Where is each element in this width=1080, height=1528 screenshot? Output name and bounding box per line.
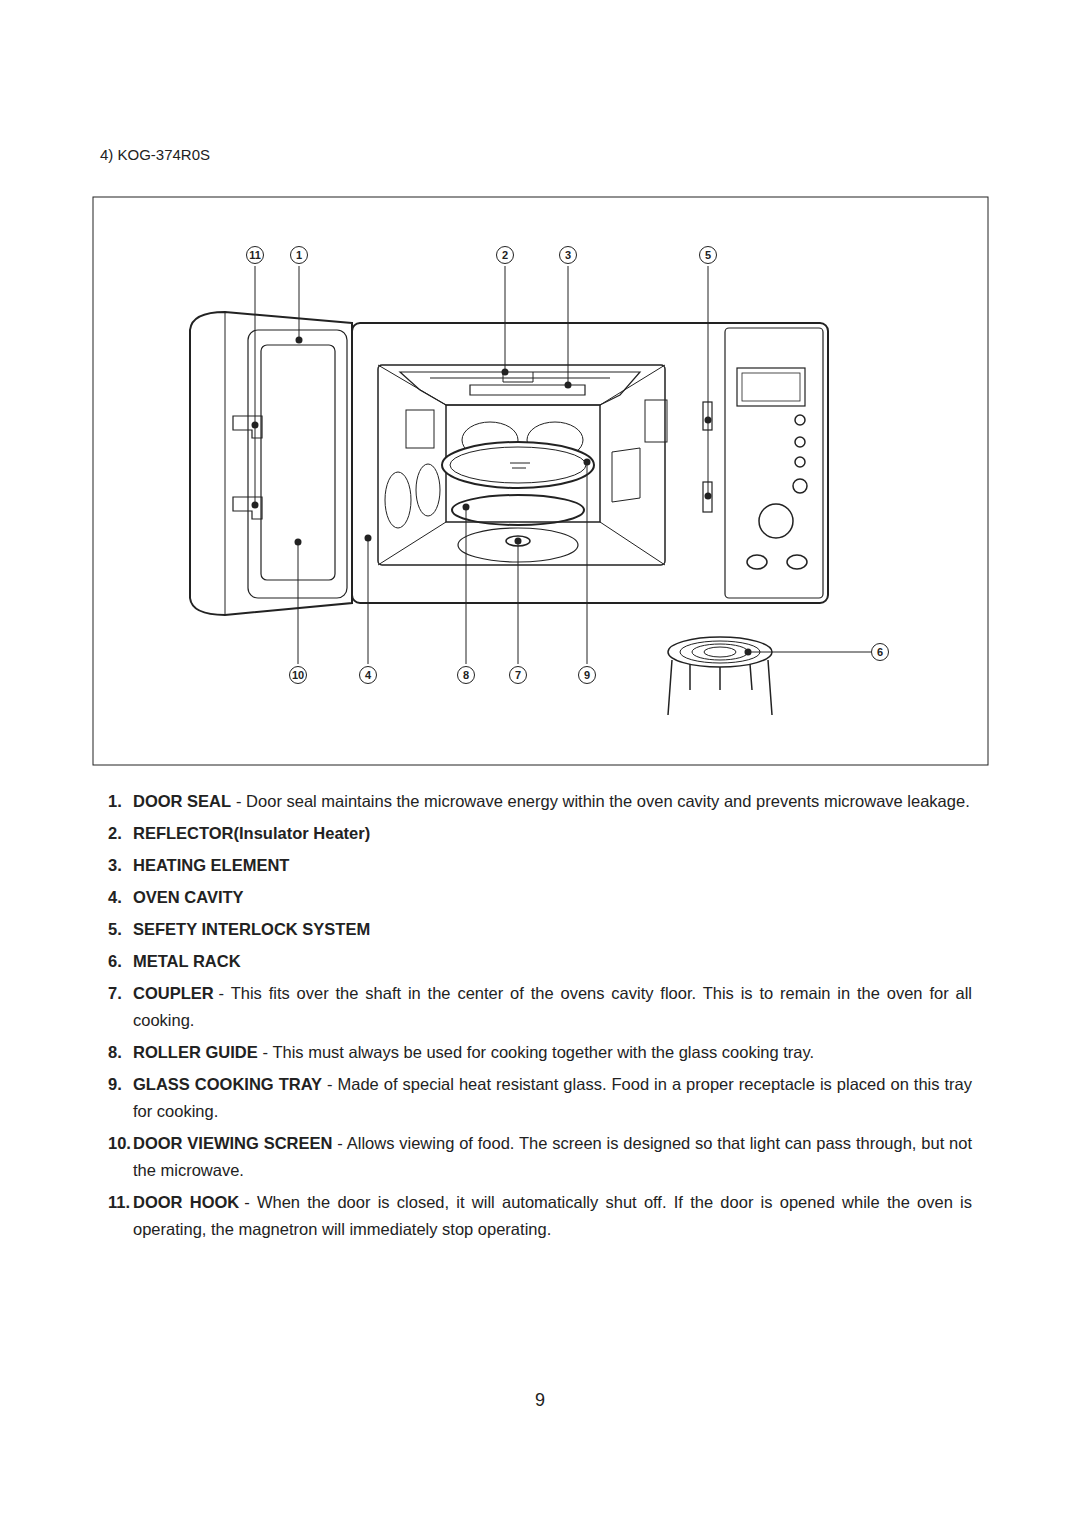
roller-guide bbox=[452, 495, 584, 525]
part-description: - Door seal maintains the microwave ener… bbox=[236, 792, 970, 810]
figure-frame bbox=[93, 197, 988, 765]
button bbox=[795, 437, 805, 447]
callout-number: 6 bbox=[877, 646, 883, 658]
item-number: 4. bbox=[108, 884, 133, 911]
coupler bbox=[506, 536, 530, 546]
part-name: DOOR VIEWING SCREEN bbox=[133, 1134, 332, 1152]
part-name: SEFETY INTERLOCK SYSTEM bbox=[133, 920, 370, 938]
part-description: - This fits over the shaft in the center… bbox=[133, 984, 972, 1029]
callout-circle: 11 bbox=[246, 246, 264, 264]
list-item: 11.DOOR HOOK- When the door is closed, i… bbox=[108, 1189, 972, 1243]
part-name: ROLLER GUIDE bbox=[133, 1043, 258, 1061]
callout-circle: 1 bbox=[290, 246, 308, 264]
part-description: - When the door is closed, it will autom… bbox=[133, 1193, 972, 1238]
leader-lines bbox=[255, 266, 871, 664]
rack-spiral bbox=[680, 641, 760, 663]
parts-list: 1.DOOR SEAL - Door seal maintains the mic… bbox=[108, 788, 972, 1248]
callout-number: 5 bbox=[705, 249, 711, 261]
item-number: 6. bbox=[108, 948, 133, 975]
list-item: 8.ROLLER GUIDE - This must always be used… bbox=[108, 1039, 972, 1066]
list-item: 7.COUPLER- This fits over the shaft in t… bbox=[108, 980, 972, 1034]
list-item: 2.REFLECTOR(Insulator Heater) bbox=[108, 820, 972, 847]
part-name: GLASS COOKING TRAY bbox=[133, 1075, 322, 1093]
cavity-edges bbox=[378, 365, 665, 565]
button bbox=[787, 555, 807, 569]
part-name: REFLECTOR(Insulator Heater) bbox=[133, 824, 370, 842]
display-inner bbox=[742, 373, 800, 401]
cavity-front bbox=[378, 365, 665, 565]
callout-circle: 3 bbox=[559, 246, 577, 264]
cavity-hole bbox=[385, 472, 411, 528]
part-name: COUPLER bbox=[133, 984, 214, 1002]
cavity-panel bbox=[612, 448, 640, 502]
part-description: - This must always be used for cooking t… bbox=[263, 1043, 815, 1061]
part-name: METAL RACK bbox=[133, 952, 241, 970]
callout-number: 11 bbox=[249, 249, 261, 261]
cavity-vent bbox=[406, 410, 434, 448]
item-number: 3. bbox=[108, 852, 133, 879]
list-item: 10.DOOR VIEWING SCREEN- Allows viewing o… bbox=[108, 1130, 972, 1184]
list-item: 1.DOOR SEAL - Door seal maintains the mic… bbox=[108, 788, 972, 815]
part-name: HEATING ELEMENT bbox=[133, 856, 289, 874]
item-number: 8. bbox=[108, 1039, 133, 1066]
list-item: 9.GLASS COOKING TRAY- Made of special he… bbox=[108, 1071, 972, 1125]
door-screen bbox=[261, 345, 335, 580]
item-number: 2. bbox=[108, 820, 133, 847]
callout-number: 1 bbox=[296, 249, 302, 261]
model-heading: 4) KOG-374R0S bbox=[100, 146, 210, 163]
oven-body bbox=[352, 323, 828, 603]
control-panel bbox=[725, 328, 823, 598]
door bbox=[190, 312, 352, 615]
callout-circle: 2 bbox=[496, 246, 514, 264]
callout-number: 10 bbox=[292, 669, 304, 681]
tray-center bbox=[510, 463, 530, 468]
door-hook bbox=[233, 497, 262, 519]
display bbox=[737, 368, 805, 406]
button bbox=[793, 479, 807, 493]
callout-number: 2 bbox=[502, 249, 508, 261]
callout-circle: 9 bbox=[578, 666, 596, 684]
callout-circle: 10 bbox=[289, 666, 307, 684]
callout-number: 3 bbox=[565, 249, 571, 261]
button bbox=[747, 555, 767, 569]
item-number: 7. bbox=[108, 980, 133, 1007]
door-edge bbox=[225, 312, 226, 615]
list-item: 4.OVEN CAVITY bbox=[108, 884, 972, 911]
part-name: DOOR SEAL bbox=[133, 792, 231, 810]
callout-number: 4 bbox=[365, 669, 371, 681]
callout-number: 7 bbox=[515, 669, 521, 681]
callout-circle: 7 bbox=[509, 666, 527, 684]
door-hook bbox=[233, 416, 262, 438]
button bbox=[795, 415, 805, 425]
dial bbox=[759, 504, 793, 538]
leader-dots bbox=[252, 337, 752, 656]
list-item: 6.METAL RACK bbox=[108, 948, 972, 975]
reflector bbox=[400, 372, 640, 405]
callout-circle: 4 bbox=[359, 666, 377, 684]
glass-tray-rim bbox=[450, 447, 586, 483]
page-number: 9 bbox=[0, 1390, 1080, 1411]
item-number: 11. bbox=[108, 1189, 133, 1216]
item-number: 1. bbox=[108, 788, 133, 815]
list-item: 5.SEFETY INTERLOCK SYSTEM bbox=[108, 916, 972, 943]
callout-circle: 8 bbox=[457, 666, 475, 684]
list-item: 3.HEATING ELEMENT bbox=[108, 852, 972, 879]
item-number: 5. bbox=[108, 916, 133, 943]
part-name: OVEN CAVITY bbox=[133, 888, 244, 906]
item-number: 9. bbox=[108, 1071, 133, 1098]
callout-number: 8 bbox=[463, 669, 469, 681]
button bbox=[795, 457, 805, 467]
glass-tray bbox=[442, 442, 594, 488]
callout-circle: 5 bbox=[699, 246, 717, 264]
item-number: 10. bbox=[108, 1130, 133, 1157]
callout-circle: 6 bbox=[871, 643, 889, 661]
cavity-hole bbox=[416, 464, 440, 516]
cavity-vent bbox=[645, 400, 667, 442]
rack-legs bbox=[668, 660, 772, 715]
callout-number: 9 bbox=[584, 669, 590, 681]
part-name: DOOR HOOK bbox=[133, 1193, 239, 1211]
